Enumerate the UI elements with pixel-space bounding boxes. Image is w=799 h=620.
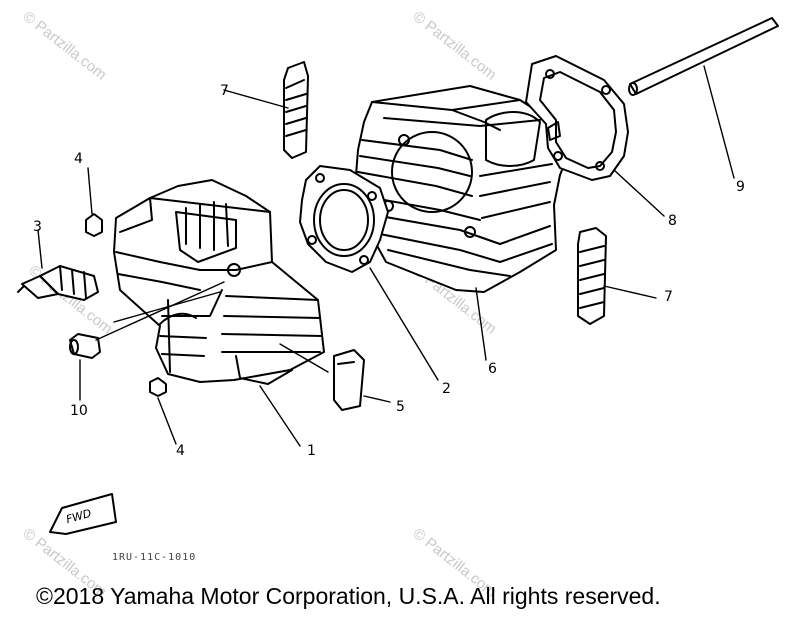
cylinder-body [355,85,571,293]
damper-block [333,349,365,411]
fin-damper-upper [283,61,309,159]
callout-8: 8 [668,213,677,229]
copyright-notice: ©2018 Yamaha Motor Corporation, U.S.A. A… [36,583,661,609]
callout-5: 5 [396,399,405,415]
leader-lines [37,65,735,447]
fin-damper-lower [577,227,607,325]
callout-2: 2 [442,381,451,397]
nut-upper [85,213,103,237]
nut-lower [149,377,167,397]
callout-7-lower: 7 [664,289,673,305]
stud-bolt [628,17,779,96]
callout-9: 9 [736,179,745,195]
callout-6: 6 [488,361,497,377]
dowel-pin [69,333,101,359]
callout-4-lower: 4 [176,443,185,459]
callout-1: 1 [307,443,316,459]
callout-10: 10 [70,403,88,419]
base-gasket [299,165,389,273]
spark-plug [17,265,99,301]
part-code: 1RU-11C-1010 [112,552,197,563]
cylinder-head [113,179,325,385]
callout-3: 3 [33,219,42,235]
callout-7-upper: 7 [220,83,229,99]
fwd-arrow [49,493,117,535]
head-gasket [525,55,629,181]
callout-4-upper: 4 [74,151,83,167]
